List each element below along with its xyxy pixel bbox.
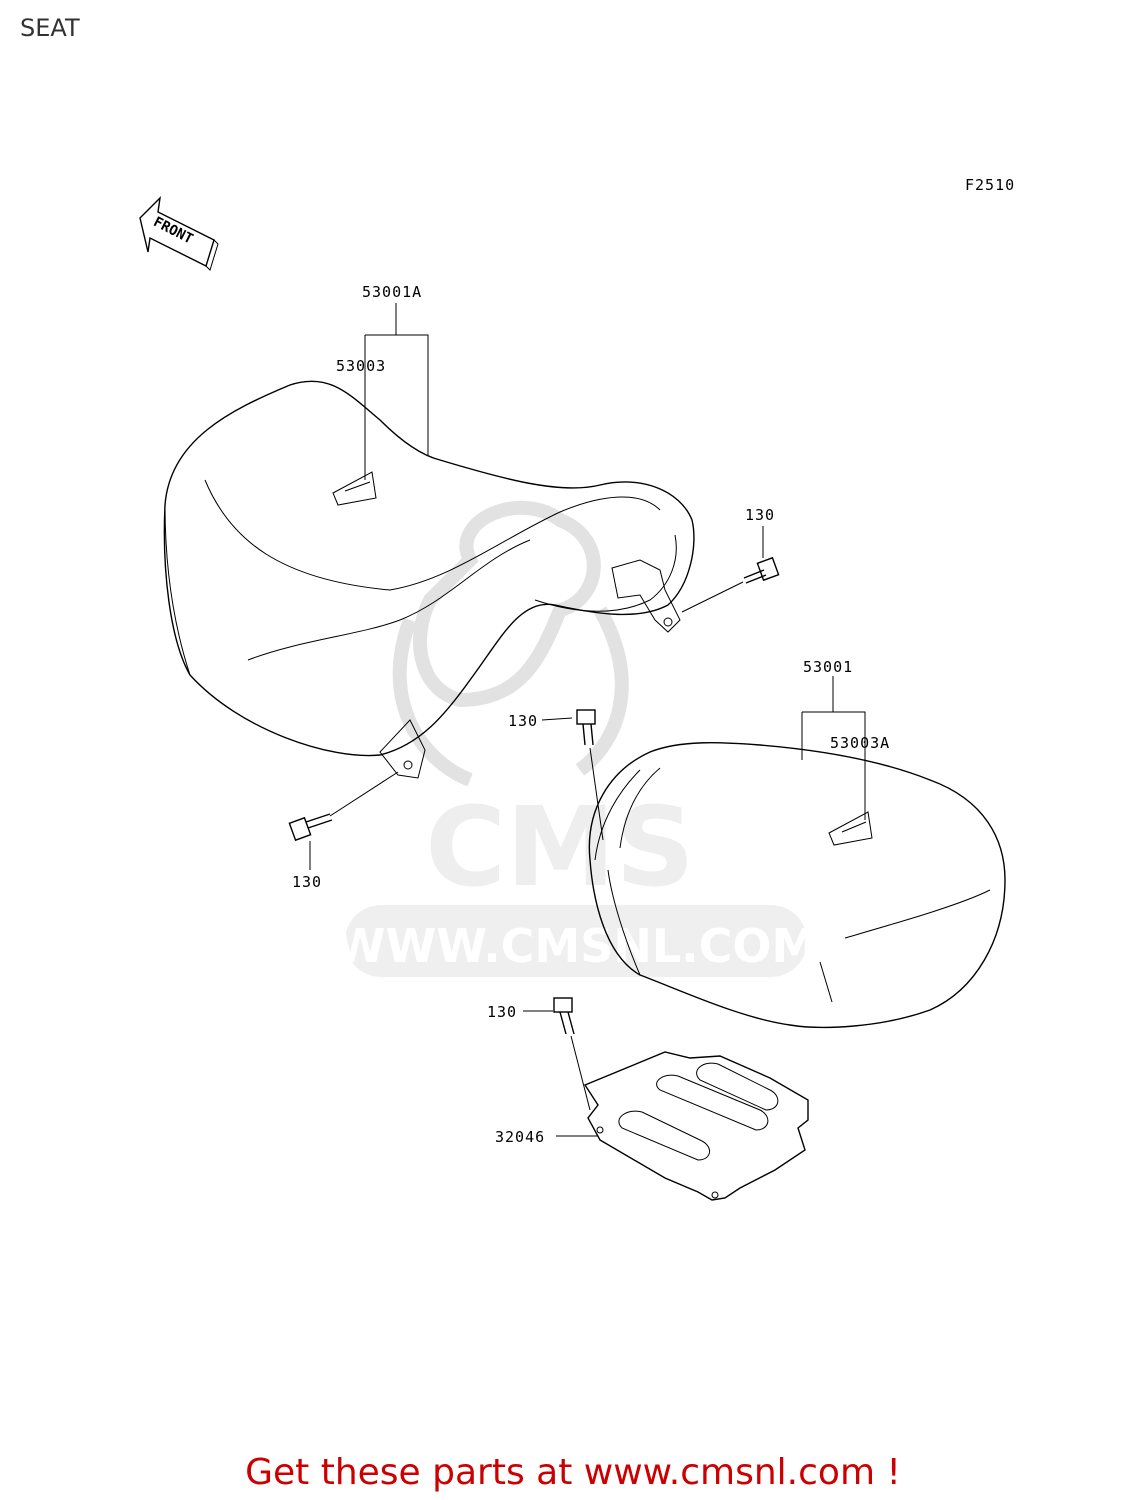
callout-53001: 53001: [803, 658, 853, 676]
page-title: SEAT: [20, 14, 80, 42]
callout-130-rear-top: 130: [508, 712, 538, 730]
watermark: WWW.CMSNL.COM CMS: [335, 500, 818, 977]
callout-130-front-left: 130: [292, 873, 322, 891]
footer-parts-link[interactable]: Get these parts at www.cmsnl.com !: [245, 1452, 901, 1493]
callout-32046: 32046: [495, 1128, 545, 1146]
watermark-logo: CMS: [425, 783, 694, 911]
callout-53001A: 53001A: [362, 283, 422, 301]
bolt-front-left-icon: [288, 813, 333, 842]
rear-seat: [588, 742, 1006, 1029]
bolt-rear-bottom-icon: [553, 997, 575, 1035]
exploded-parts-diagram: WWW.CMSNL.COM CMS F2510 FRONT: [139, 176, 1015, 1201]
callout-130-rear-bottom: 130: [487, 1003, 517, 1021]
bolt-rear-top-icon: [576, 709, 596, 746]
front-arrow-icon: FRONT: [139, 196, 219, 271]
figure-code: F2510: [965, 176, 1015, 194]
bolt-front-right-icon: [743, 556, 780, 584]
front-seat: [163, 380, 695, 779]
callout-130-front-right: 130: [745, 506, 775, 524]
leader-lines: [309, 303, 866, 1137]
callout-53003: 53003: [336, 357, 386, 375]
watermark-url: WWW.CMSNL.COM: [335, 919, 818, 973]
cover-plate: [583, 1051, 809, 1201]
callout-53003A: 53003A: [830, 734, 890, 752]
